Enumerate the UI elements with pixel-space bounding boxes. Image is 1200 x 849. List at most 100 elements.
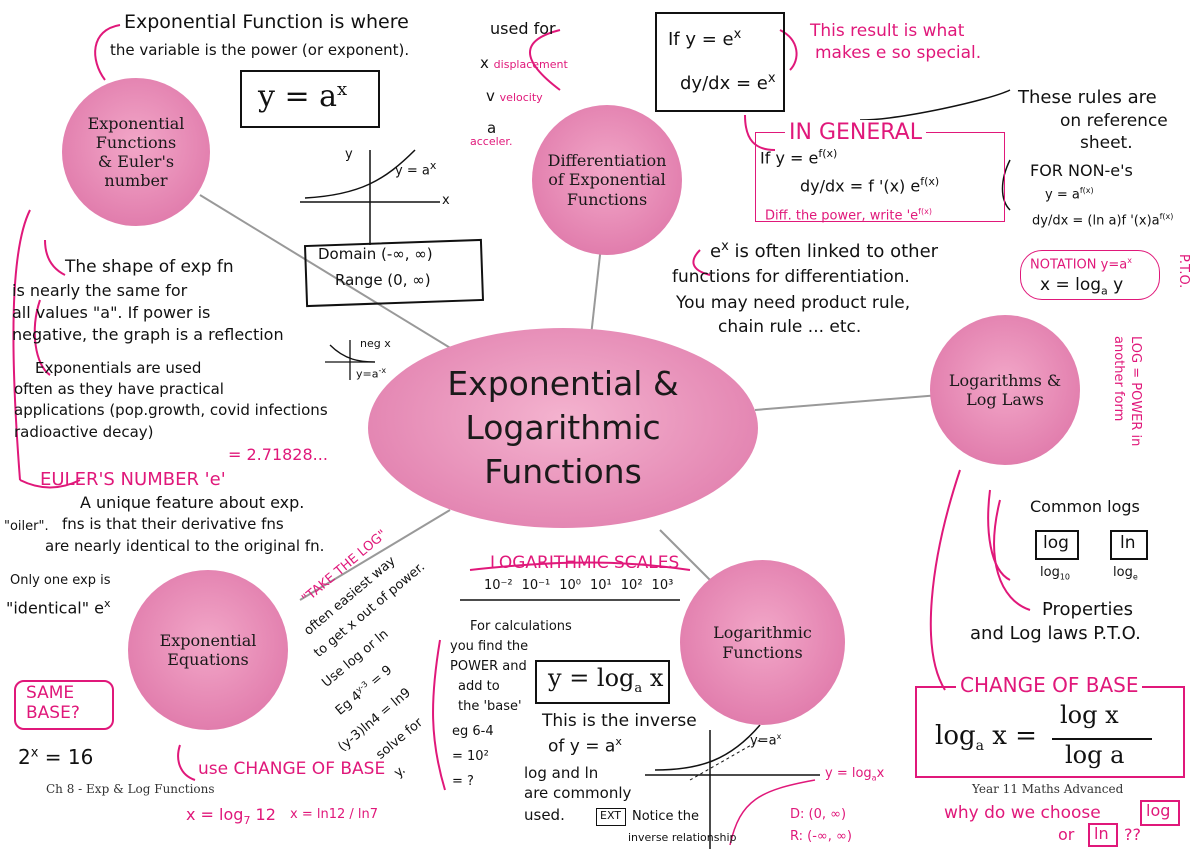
cob-eq-1: x = log7 12	[186, 805, 276, 828]
loge-label: loge	[1113, 565, 1138, 582]
same-base-eq: 2x = 16	[18, 745, 94, 769]
log-scales-heading: LOGARITHMIC SCALES	[490, 553, 680, 573]
euler-desc-1: A unique feature about exp.	[80, 493, 305, 512]
why-q: ??	[1124, 825, 1141, 844]
uses-x: x displacement	[480, 54, 568, 72]
calc-1: For calculations	[470, 619, 572, 634]
linked-line-3: You may need product rule,	[676, 293, 911, 313]
calc-4: add to	[458, 679, 500, 694]
log-scale-ticks: 10⁻² 10⁻¹ 10⁰ 10¹ 10² 10³	[484, 578, 673, 593]
uses-label: used for	[490, 19, 556, 38]
log-power-vertical-1: LOG = POWER in	[1128, 336, 1143, 447]
change-base-lhs: loga x =	[935, 721, 1037, 755]
exp-formula: y = ax	[258, 79, 348, 114]
log-box-text: log	[1043, 533, 1069, 553]
properties-line-1: Properties	[1042, 599, 1133, 620]
common-3: used.	[524, 806, 565, 824]
graph-axis-x: x	[442, 193, 450, 208]
change-base-num: log x	[1060, 701, 1119, 729]
why-line: why do we choose	[944, 803, 1101, 823]
graph-axis-y: y	[345, 147, 353, 162]
range-text: Range (0, ∞)	[335, 271, 431, 289]
log-tick: 10¹	[590, 578, 612, 593]
diff-special-1: This result is what	[810, 21, 965, 41]
log-tick: 10⁻¹	[521, 578, 551, 593]
general-dydx: dy/dx = f '(x) ef(x)	[800, 175, 940, 196]
general-if: If y = ef(x)	[760, 147, 838, 168]
why-ln: ln	[1094, 824, 1109, 843]
general-diff-power: Diff. the power, write 'ef(x)	[765, 207, 932, 224]
shape-line-3: all values "a". If power is	[12, 303, 211, 322]
diff-dydx: dy/dx = ex	[680, 71, 776, 94]
log-range: R: (-∞, ∞)	[790, 829, 852, 844]
footer-chapter: Ch 8 - Exp & Log Functions	[46, 782, 215, 796]
log-tick: 10⁻²	[484, 578, 513, 593]
calc-8: = ?	[452, 774, 474, 789]
euler-desc-2: fns is that their derivative fns	[62, 515, 284, 533]
exp-intro-line-2: the variable is the power (or exponent).	[110, 41, 410, 59]
why-log-box	[1140, 800, 1180, 826]
non-e-dydx: dy/dx = (ln a)f '(x)af(x)	[1032, 212, 1174, 229]
euler-value: = 2.71828...	[228, 445, 328, 464]
why-ln-box	[1088, 823, 1118, 847]
notation-box	[1020, 250, 1160, 300]
inverse-1: This is the inverse	[542, 711, 697, 731]
euler-desc-3: are nearly identical to the original fn.	[45, 537, 325, 555]
exp-formula-box	[240, 70, 380, 128]
calc-7: = 10²	[452, 749, 489, 764]
cob-eq-2: x = ln12 / ln7	[290, 807, 379, 822]
fraction-bar	[1052, 738, 1152, 740]
calc-6: eg 6-4	[452, 724, 494, 739]
rules-line-1: These rules are	[1018, 87, 1157, 108]
log-tick: 10⁰	[559, 578, 582, 593]
log10-label: log10	[1040, 565, 1071, 582]
shape-line-4: negative, the graph is a reflection	[12, 325, 284, 344]
common-2: are commonly	[524, 784, 632, 802]
apps-line-4: radioactive decay)	[14, 423, 154, 441]
linked-line-2: functions for differentiation.	[672, 267, 910, 287]
change-base-den: log a	[1065, 741, 1125, 769]
pto-vertical: P.T.O.	[1176, 254, 1191, 289]
uses-a: a	[487, 119, 497, 137]
log-tick: 10³	[651, 578, 674, 593]
euler-heading: EULER'S NUMBER 'e'	[40, 469, 226, 490]
euler-oiler: "oiler".	[4, 519, 49, 534]
exp-intro-line-1: Exponential Function is where	[124, 11, 409, 33]
ext-label: EXT	[600, 809, 622, 822]
linked-line-4: chain rule ... etc.	[718, 317, 862, 337]
diff-if: If y = ex	[668, 27, 742, 50]
footer-course: Year 11 Maths Advanced	[972, 782, 1124, 796]
graph-label-exp: y = ax	[395, 159, 437, 179]
non-e-heading: FOR NON-e's	[1030, 161, 1133, 180]
inverse-2: of y = ax	[548, 735, 622, 757]
same-base-box	[14, 680, 114, 730]
common-logs: Common logs	[1030, 497, 1140, 516]
euler-only-2: "identical" ex	[6, 597, 111, 618]
same-base: SAME BASE?	[26, 683, 80, 723]
log-domain: D: (0, ∞)	[790, 807, 847, 822]
node-exponential-equations: Exponential Equations	[128, 570, 288, 730]
euler-only-1: Only one exp is	[10, 573, 111, 588]
apps-line-2: often as they have practical	[14, 380, 224, 398]
log-tick: 10²	[620, 578, 643, 593]
shape-line-1: The shape of exp fn	[65, 257, 234, 277]
rules-line-2: on reference	[1060, 111, 1168, 131]
calc-5: the 'base'	[458, 699, 522, 714]
log-box	[1035, 530, 1079, 560]
general-heading: IN GENERAL	[785, 120, 926, 146]
notice-1: Notice the	[632, 809, 699, 824]
node-differentiation: Differentiation of Exponential Functions	[532, 105, 682, 255]
central-topic: Exponential & Logarithmic Functions	[368, 328, 758, 528]
non-e-formula: y = af(x)	[1045, 186, 1094, 203]
node-exponential-functions: Exponential Functions & Euler's number	[62, 78, 210, 226]
domain-text: Domain (-∞, ∞)	[318, 245, 433, 263]
log-power-vertical-2: another form	[1111, 336, 1126, 422]
uses-v: v velocity	[486, 87, 543, 105]
graph-exp-label: y=ax	[750, 732, 782, 749]
change-base-heading: CHANGE OF BASE	[956, 674, 1143, 697]
calc-2: you find the	[450, 639, 529, 654]
log-formula: y = loga x	[548, 664, 664, 696]
use-change-of-base: use CHANGE OF BASE	[198, 759, 386, 779]
